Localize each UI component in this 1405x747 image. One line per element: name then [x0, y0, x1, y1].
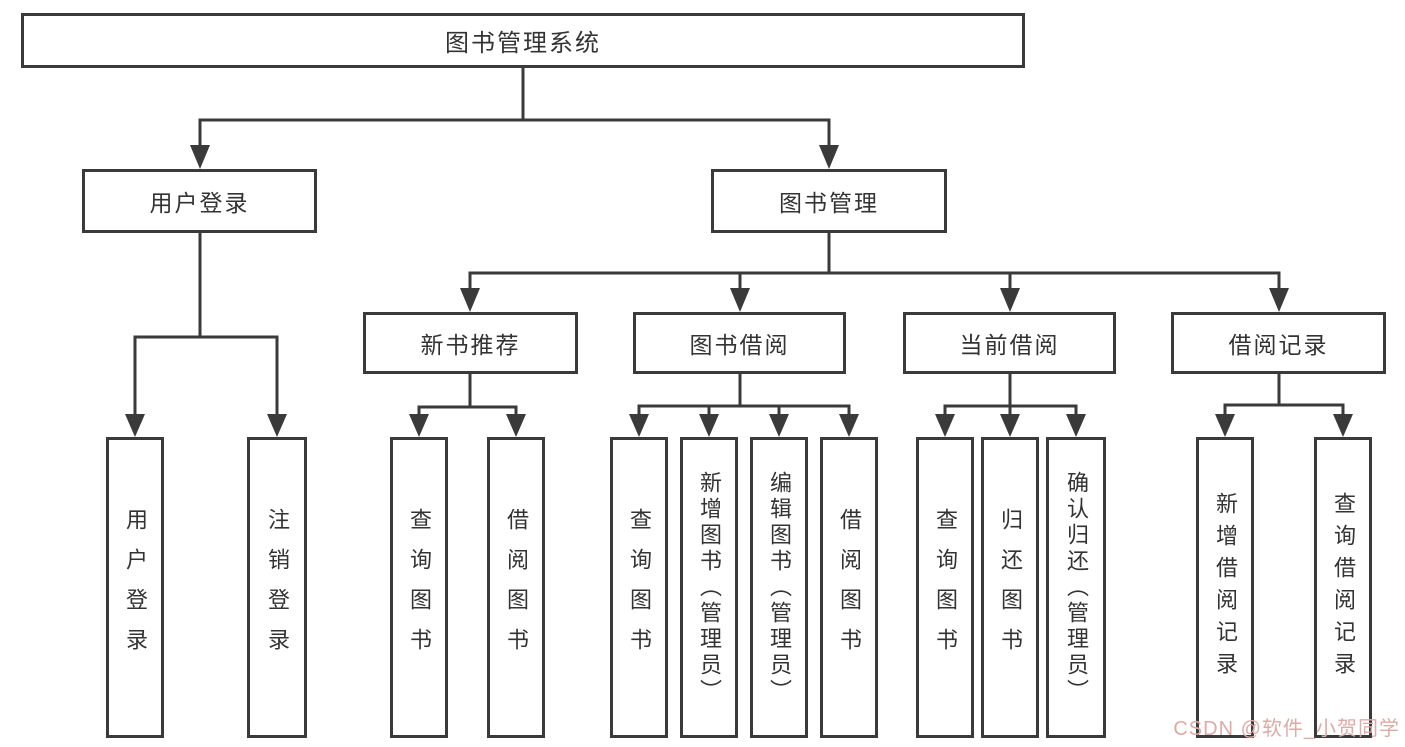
node-root: 图书管理系统 — [21, 13, 1025, 68]
node-cb-confirm-return-label: 确认归还（管理员） — [1064, 470, 1089, 705]
node-br-query-record-label: 查询借阅记录 — [1331, 491, 1356, 684]
node-leaf-logout-label: 注销登录 — [265, 507, 290, 668]
node-leaf-user-login: 用户登录 — [106, 437, 164, 738]
node-cb-confirm-return: 确认归还（管理员） — [1046, 437, 1106, 738]
node-bb-query-books: 查询图书 — [610, 437, 668, 738]
node-br-query-record: 查询借阅记录 — [1314, 437, 1372, 738]
node-bb-edit-books-label: 编辑图书（管理员） — [767, 470, 792, 705]
node-book-borrow-label: 图书借阅 — [689, 332, 790, 358]
node-rec-borrow-books: 借阅图书 — [487, 437, 545, 738]
node-borrow-record-label: 借阅记录 — [1228, 332, 1329, 358]
node-br-add-record-label: 新增借阅记录 — [1213, 491, 1238, 684]
node-current-borrow: 当前借阅 — [903, 312, 1116, 374]
node-cb-query-books-label: 查询图书 — [933, 507, 958, 668]
node-bb-add-books: 新增图书（管理员） — [680, 437, 738, 738]
node-user-login: 用户登录 — [82, 169, 317, 233]
node-new-book-recommend: 新书推荐 — [363, 312, 578, 374]
node-bb-borrow-books: 借阅图书 — [820, 437, 878, 738]
node-leaf-user-login-label: 用户登录 — [123, 507, 148, 668]
node-borrow-record: 借阅记录 — [1171, 312, 1386, 374]
node-user-login-label: 用户登录 — [149, 190, 250, 216]
node-book-management-label: 图书管理 — [779, 190, 879, 216]
node-new-book-recommend-label: 新书推荐 — [420, 332, 521, 358]
node-book-management: 图书管理 — [711, 169, 947, 233]
node-current-borrow-label: 当前借阅 — [959, 332, 1060, 358]
node-cb-return-books: 归还图书 — [981, 437, 1039, 738]
node-bb-add-books-label: 新增图书（管理员） — [697, 470, 722, 705]
csdn-watermark: CSDN @软件_小贺同学 — [1173, 718, 1400, 740]
node-root-label: 图书管理系统 — [445, 30, 601, 57]
node-leaf-logout: 注销登录 — [247, 437, 307, 738]
node-rec-borrow-books-label: 借阅图书 — [504, 507, 529, 668]
node-cb-return-books-label: 归还图书 — [998, 507, 1023, 668]
node-bb-edit-books: 编辑图书（管理员） — [750, 437, 808, 738]
node-bb-borrow-books-label: 借阅图书 — [837, 507, 862, 668]
node-br-add-record: 新增借阅记录 — [1196, 437, 1254, 738]
node-book-borrow: 图书借阅 — [633, 312, 846, 374]
node-bb-query-books-label: 查询图书 — [627, 507, 652, 668]
node-rec-query-books: 查询图书 — [390, 437, 448, 738]
node-rec-query-books-label: 查询图书 — [407, 507, 432, 668]
node-cb-query-books: 查询图书 — [916, 437, 974, 738]
